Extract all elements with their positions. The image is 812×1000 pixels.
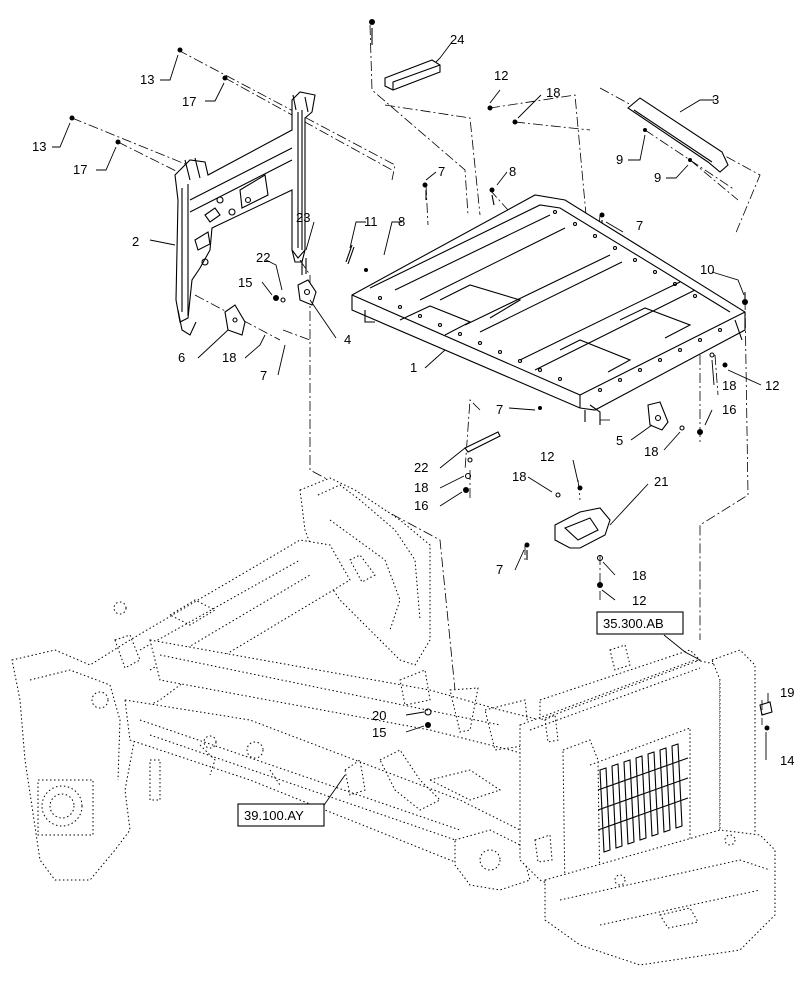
callout-10: 10	[700, 262, 714, 277]
callout-4: 4	[344, 332, 351, 347]
callout-17: 17	[182, 94, 196, 109]
frame-hardware	[538, 292, 748, 435]
callout-16: 16	[414, 498, 428, 513]
callout-12: 12	[765, 378, 779, 393]
callout-5: 5	[616, 433, 623, 448]
callout-2: 2	[132, 234, 139, 249]
callout-9: 9	[654, 170, 661, 185]
leader-lines	[52, 41, 769, 809]
callout-7: 7	[438, 164, 445, 179]
callout-16: 16	[722, 402, 736, 417]
reference-39-100-ay: 39.100.AY	[244, 808, 304, 823]
callout-8: 8	[398, 214, 405, 229]
top-hardware	[69, 19, 605, 232]
callout-9: 9	[616, 152, 623, 167]
callout-18: 18	[644, 444, 658, 459]
reference-35-300-ab: 35.300.AB	[603, 616, 664, 631]
callout-1: 1	[410, 360, 417, 375]
callout-8: 8	[509, 164, 516, 179]
callout-18: 18	[722, 378, 736, 393]
callout-12: 12	[494, 68, 508, 83]
callout-23: 23	[296, 210, 310, 225]
reference-boxes: 35.300.AB 39.100.AY	[237, 611, 684, 827]
callout-24: 24	[450, 32, 464, 47]
reference-box-39-100-ay	[237, 803, 325, 827]
callout-15: 15	[238, 275, 252, 290]
chassis-assembly	[11, 477, 556, 891]
chassis-hardware	[424, 708, 432, 728]
callout-18: 18	[222, 350, 236, 365]
callout-11: 11	[364, 214, 378, 229]
callout-labels: 24 13 17 13 17 12 18 3 9 9 2 23 11 8 7 8…	[32, 32, 794, 768]
callout-20: 20	[372, 708, 386, 723]
part-3-bar	[627, 97, 729, 173]
callout-18: 18	[546, 85, 560, 100]
callout-3: 3	[712, 92, 719, 107]
callout-18: 18	[632, 568, 646, 583]
callout-7: 7	[496, 562, 503, 577]
callout-15: 15	[372, 725, 386, 740]
callout-13: 13	[140, 72, 154, 87]
rear-bracket-assembly	[174, 91, 316, 336]
callout-22: 22	[256, 250, 270, 265]
callout-14: 14	[780, 753, 794, 768]
callout-21: 21	[654, 474, 668, 489]
lower-small-parts	[463, 431, 611, 588]
callout-7: 7	[636, 218, 643, 233]
callout-7: 7	[496, 402, 503, 417]
frame-part-1	[351, 194, 746, 425]
callout-13: 13	[32, 139, 46, 154]
cooler-assembly	[519, 644, 776, 966]
callout-12: 12	[540, 449, 554, 464]
callout-18: 18	[512, 469, 526, 484]
callout-17: 17	[73, 162, 87, 177]
callout-7: 7	[260, 368, 267, 383]
callout-18: 18	[414, 480, 428, 495]
callout-19: 19	[780, 685, 794, 700]
callout-22: 22	[414, 460, 428, 475]
small-brackets	[224, 244, 368, 336]
callout-6: 6	[178, 350, 185, 365]
callout-12: 12	[632, 593, 646, 608]
reference-box-35-300-ab	[596, 611, 684, 635]
